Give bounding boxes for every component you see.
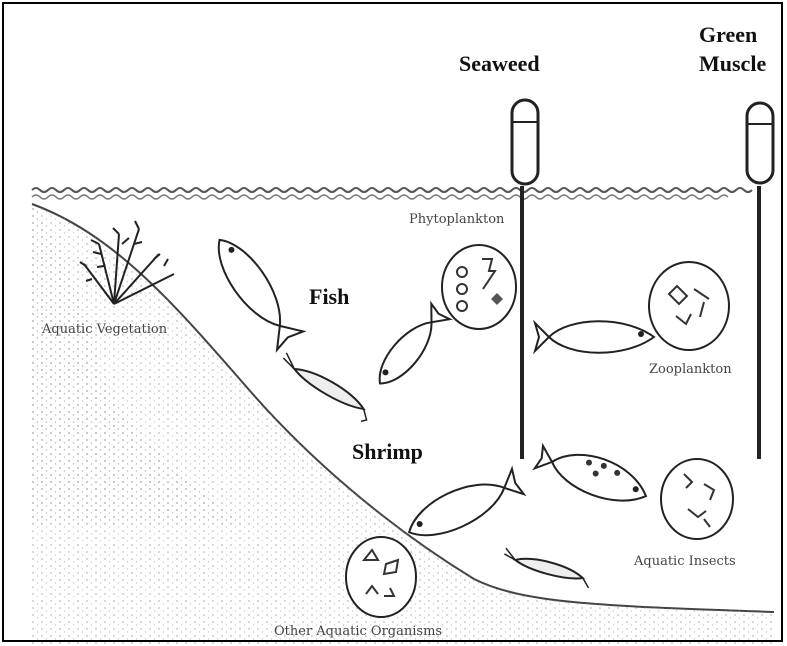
mussel-float-icon — [747, 103, 773, 459]
plankton-circle-icon — [661, 459, 733, 539]
label-seaweed: Seaweed — [459, 51, 540, 77]
label-green-muscle-line1: Green — [699, 22, 757, 48]
label-other-aquatic-organisms: Other Aquatic Organisms — [274, 624, 442, 639]
plankton-circle-icon — [442, 245, 516, 329]
label-fish: Fish — [309, 284, 349, 310]
fish-icon — [535, 321, 654, 353]
label-aquatic-vegetation: Aquatic Vegetation — [42, 322, 167, 337]
fish-icon — [206, 230, 304, 350]
shrimp-icon — [502, 548, 593, 588]
water-surface — [32, 188, 752, 192]
plankton-circle-icon — [649, 262, 729, 350]
label-zooplankton: Zooplankton — [649, 362, 732, 377]
label-phytoplankton: Phytoplankton — [409, 212, 504, 227]
fish-icon — [401, 465, 525, 548]
label-aquatic-insects: Aquatic Insects — [634, 554, 736, 569]
label-green-muscle-line2: Muscle — [699, 51, 766, 77]
fish-icon — [370, 303, 451, 392]
shrimp-icon — [275, 353, 375, 424]
fish-icon — [533, 438, 653, 512]
label-shrimp: Shrimp — [352, 439, 423, 465]
plankton-circle-icon — [346, 537, 416, 617]
